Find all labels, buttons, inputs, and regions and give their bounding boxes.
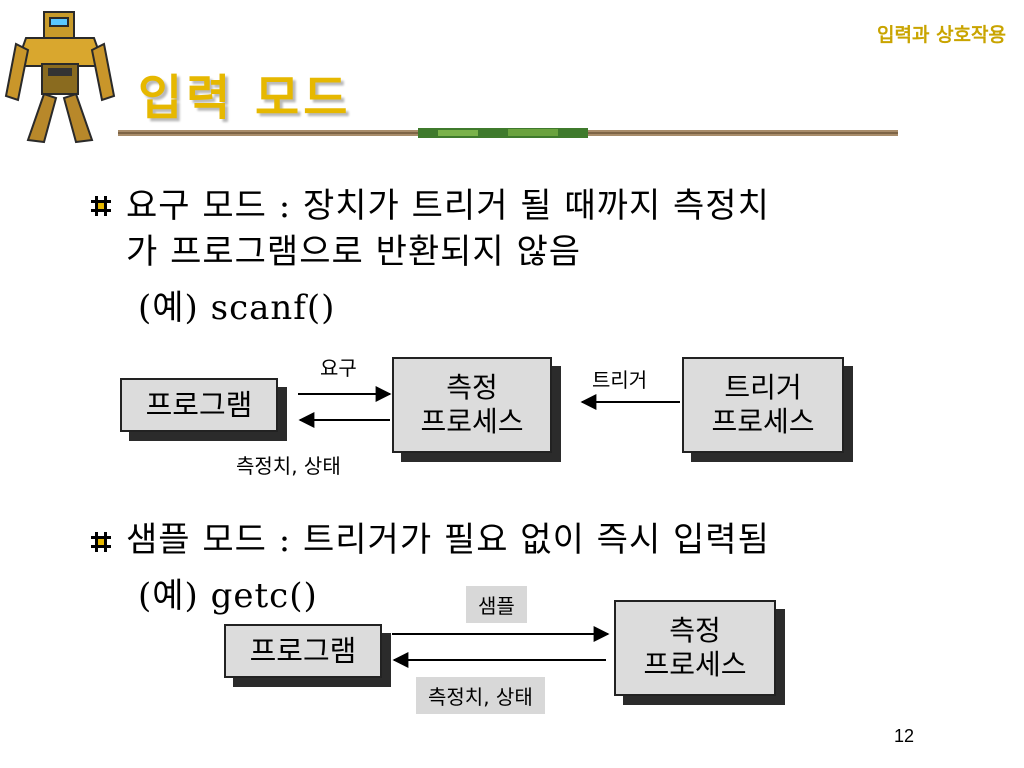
trigger-label-line-2: 프로세스 bbox=[711, 405, 815, 438]
measure-label-line-2: 프로세스 bbox=[643, 648, 747, 681]
trigger-label: 트리거 bbox=[592, 368, 648, 392]
section-label: 입력과 상호작용 bbox=[877, 24, 1006, 46]
measure-label-line-1: 측정 bbox=[446, 371, 498, 405]
program-label: 프로그램 bbox=[249, 633, 357, 668]
bullet-1-line-1: 요구 모드 : 장치가 트리거 될 때까지 측정치 bbox=[126, 186, 770, 226]
program-box-request: 프로그램 bbox=[120, 378, 278, 432]
trigger-process-box: 트리거 프로세스 bbox=[682, 357, 844, 453]
measure-label-line-2: 프로세스 bbox=[420, 405, 524, 438]
bullet-1-example: (예) scanf() bbox=[138, 288, 336, 328]
result-label-request: 측정치, 상태 bbox=[236, 454, 341, 478]
sample-label: 샘플 bbox=[466, 586, 527, 623]
measure-process-box-sample: 측정 프로세스 bbox=[614, 600, 776, 696]
bullet-2-example: (예) getc() bbox=[138, 576, 318, 616]
program-label: 프로그램 bbox=[145, 387, 253, 422]
bullet-2-line-1: 샘플 모드 : 트리거가 필요 없이 즉시 입력됨 bbox=[126, 520, 770, 560]
page-number: 12 bbox=[893, 726, 914, 746]
page-title: 입력 모드 bbox=[138, 70, 352, 126]
result-label-sample: 측정치, 상태 bbox=[416, 677, 545, 714]
trigger-label-line-1: 트리거 bbox=[724, 371, 802, 405]
robot-logo-icon bbox=[4, 11, 116, 144]
measure-label-line-1: 측정 bbox=[669, 614, 721, 648]
program-box-sample: 프로그램 bbox=[224, 624, 382, 678]
request-label: 요구 bbox=[320, 356, 357, 380]
bullet-1-line-2: 가 프로그램으로 반환되지 않음 bbox=[126, 232, 582, 272]
bullet-hash-icon bbox=[91, 196, 111, 216]
measure-process-box-request: 측정 프로세스 bbox=[392, 357, 552, 453]
title-divider bbox=[118, 128, 898, 138]
bullet-hash-icon bbox=[91, 532, 111, 552]
